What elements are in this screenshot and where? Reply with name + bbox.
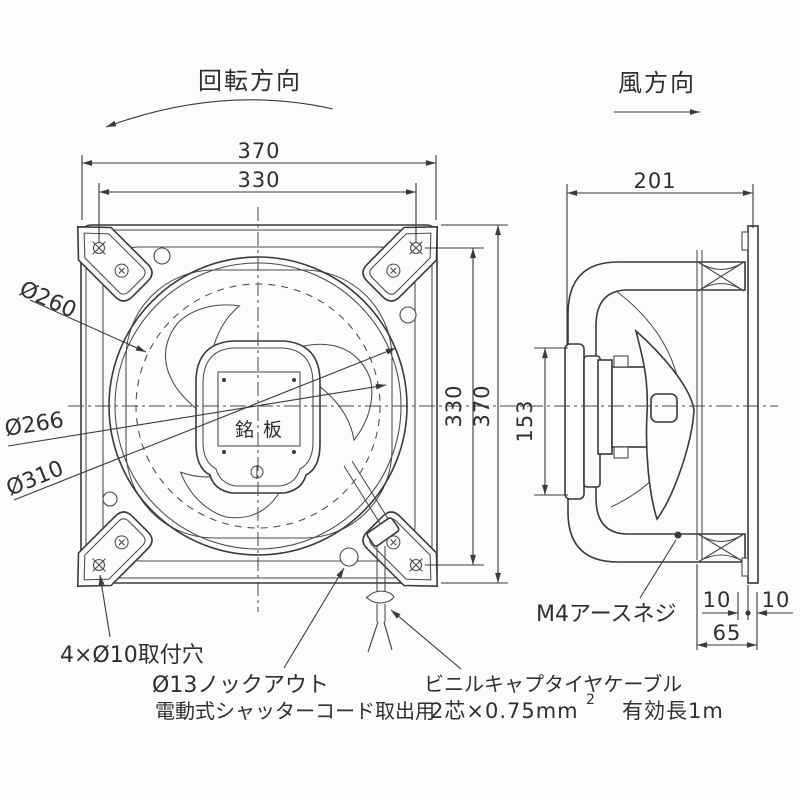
bracket-top-left	[76, 225, 153, 302]
nameplate-label: 銘板	[235, 419, 291, 441]
front-inner-frame	[85, 229, 433, 579]
cable-length-label: 有効長1m	[622, 699, 724, 723]
knockout-hole	[339, 547, 359, 567]
bracket-wall-junctions	[697, 261, 745, 563]
mounting-holes-label: 4×Ø10取付穴	[60, 643, 204, 668]
side-view	[564, 225, 759, 584]
wall-plate-step-bottom	[741, 557, 749, 577]
front-view: 銘板	[76, 224, 439, 653]
panel-hole-right	[399, 306, 417, 324]
side-bracket-arm	[567, 261, 746, 563]
cable-name-label: ビニルキャプタイヤケーブル	[424, 672, 682, 696]
corner-brackets	[76, 225, 439, 588]
bracket-top-right	[362, 225, 439, 302]
earth-screw-point	[674, 531, 682, 539]
dim-motor-height: 153	[513, 399, 537, 442]
shutter-crank-and-cable	[343, 460, 400, 653]
nameplate	[217, 371, 301, 447]
wall-plate-step-top	[741, 231, 749, 251]
dim-side-depth: 201	[633, 169, 676, 193]
side-blade	[634, 328, 695, 521]
side-motor	[564, 343, 656, 500]
front-outer-frame	[80, 224, 438, 584]
dimensions: 370 330 330 370 201 153 10 10	[81, 139, 793, 650]
knockout-purpose-label: 電動式シャッターコード取出用	[155, 699, 435, 723]
cable-break-symbol	[366, 590, 395, 604]
cable-spec-label: 2芯×0.75mm	[430, 699, 579, 723]
knockout-label: Ø13ノックアウト	[152, 673, 329, 698]
wall-plate	[747, 225, 759, 584]
rotation-direction-label: 回転方向	[198, 67, 302, 95]
panel-hole-top-left	[153, 247, 171, 265]
front-bellmouth	[125, 269, 393, 539]
panel-hole-bottom-left	[102, 491, 118, 507]
side-hub	[650, 393, 678, 423]
note-labels: 4×Ø10取付穴 Ø13ノックアウト 電動式シャッターコード取出用 ビニルキャプ…	[60, 539, 724, 723]
dim-frame-depth: 65	[713, 621, 742, 645]
dim-front-width: 370	[237, 139, 280, 163]
centerlines	[68, 207, 778, 612]
bracket-bottom-left	[76, 511, 153, 588]
rotation-direction-arrow	[105, 99, 334, 128]
dim-plate-left: 10	[703, 588, 732, 612]
wind-direction-label: 風方向	[618, 69, 696, 97]
direction-annotations: 回転方向 風方向	[105, 67, 700, 128]
dim-front-pitch-h: 330	[237, 168, 280, 192]
dia-inner-label: Ø266	[3, 408, 65, 442]
front-stamped-panel	[102, 246, 416, 562]
dim-plate-right: 10	[762, 588, 791, 612]
bracket-bottom-right	[362, 511, 439, 588]
dim-front-pitch-v: 330	[442, 384, 466, 427]
dia-impeller-label: Ø260	[16, 277, 80, 324]
dia-orifice-label: Ø310	[3, 456, 67, 501]
dim-front-height: 370	[470, 384, 494, 427]
earth-screw-label: M4アースネジ	[536, 602, 677, 627]
cable-spec-superscript: 2	[586, 692, 595, 708]
